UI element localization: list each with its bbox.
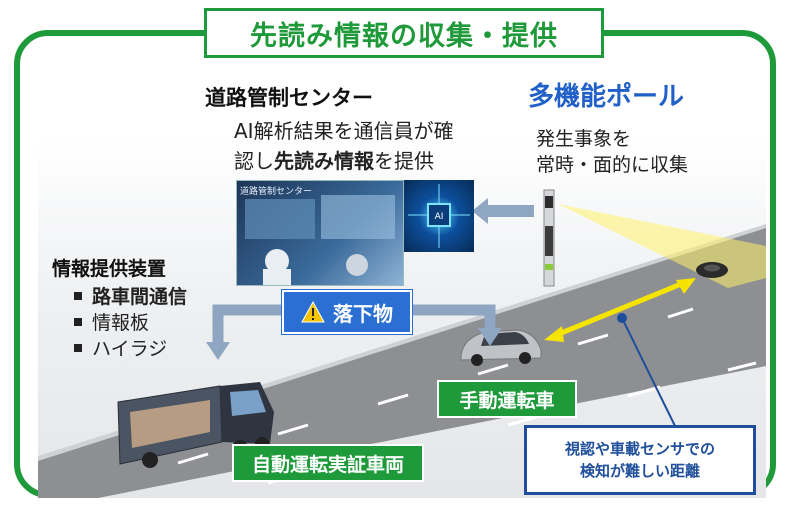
pole-desc-line2: 常時・面的に収集 xyxy=(536,154,689,176)
title-box: 先読み情報の収集・提供 xyxy=(204,8,604,58)
control-center-description: AI解析結果を通信員が確 認し先読み情報を提供 xyxy=(234,116,454,176)
device-item-label: 情報板 xyxy=(92,312,150,334)
arrow-alert-to-device xyxy=(206,304,284,360)
device-item-highway-radio: ハイラジ xyxy=(74,336,187,362)
alert-falling-object: 落下物 xyxy=(282,290,412,334)
alert-label: 落下物 xyxy=(333,301,393,326)
control-center-desc-line1: AI解析結果を通信員が確 xyxy=(234,119,454,143)
control-center-image: 道路管制センター xyxy=(236,180,404,286)
bullet-icon xyxy=(74,317,82,326)
desc-line2-pre: 認し xyxy=(234,149,274,173)
device-title: 情報提供装置 xyxy=(52,258,167,280)
control-center-title: 道路管制センター xyxy=(205,86,373,110)
bullet-icon xyxy=(74,291,82,300)
arrow-alert-to-car xyxy=(406,304,502,346)
fallen-object-tire xyxy=(696,262,728,278)
control-center-image-label: 道路管制センター xyxy=(240,187,313,197)
pole-title: 多機能ポール xyxy=(528,82,685,112)
note-pointer xyxy=(617,313,677,429)
pole-description: 発生事象を 常時・面的に収集 xyxy=(536,126,688,178)
manual-car-label: 手動運転車 xyxy=(437,380,577,418)
control-center-desc-line2: 認し先読み情報を提供 xyxy=(234,146,454,176)
multi-function-pole xyxy=(543,189,555,287)
bullet-icon xyxy=(74,343,82,352)
pole-desc-line1: 発生事象を xyxy=(536,128,632,150)
ai-chip-image: AI xyxy=(404,180,474,252)
device-item-label: 路車間通信 xyxy=(92,286,188,308)
page-title: 先読み情報の収集・提供 xyxy=(250,20,558,52)
desc-line2-post: を提供 xyxy=(374,149,434,173)
distance-note-line1: 視認や車載センサでの xyxy=(564,440,715,458)
arrow-pole-to-center xyxy=(472,198,534,224)
desc-line2-bold: 先読み情報 xyxy=(274,149,374,173)
ai-chip-label: AI xyxy=(435,212,444,222)
device-list: 路車間通信 情報板 ハイラジ xyxy=(74,284,187,362)
autonomous-vehicle-label: 自動運転実証車両 xyxy=(232,444,424,482)
device-item-road-vehicle: 路車間通信 xyxy=(74,284,187,310)
distance-arrow xyxy=(544,278,696,342)
warning-icon xyxy=(301,301,325,323)
device-item-info-board: 情報板 xyxy=(74,310,187,336)
distance-note: 視認や車載センサでの 検知が難しい距離 xyxy=(524,425,756,495)
distance-note-line2: 検知が難しい距離 xyxy=(579,462,700,480)
device-item-label: ハイラジ xyxy=(92,338,168,360)
